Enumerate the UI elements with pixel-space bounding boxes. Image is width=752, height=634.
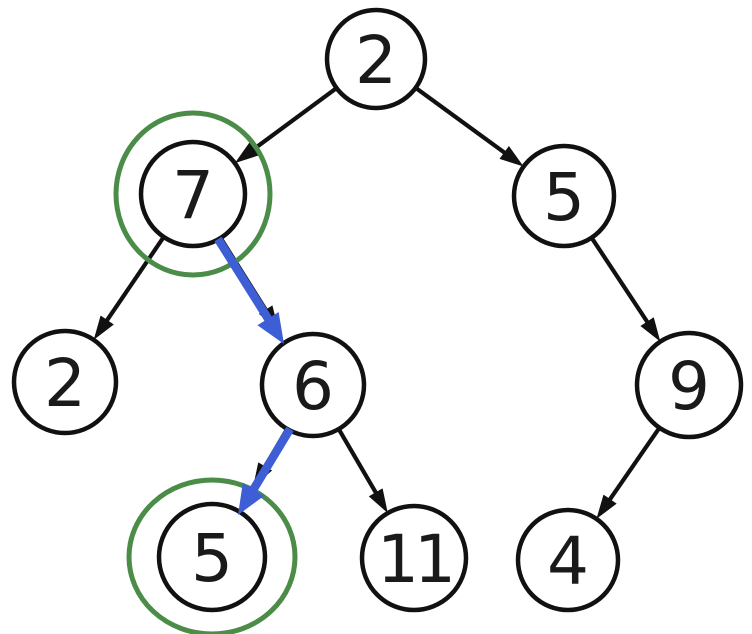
tree-node-n9: 9 [634,330,744,440]
node-label-n6: 6 [292,348,334,425]
node-circle-n9 [634,330,744,440]
tree-edge-n5r-n9-shaft [589,236,653,328]
highlight-ring-n7 [113,110,273,278]
tree-node-n6: 6 [259,331,367,439]
traversal-arrow-n7-n6-head [257,311,284,344]
tree-node-root: 2 [324,7,428,111]
node-label-n9: 9 [668,348,710,425]
node-label-n7: 7 [172,157,214,234]
tree-edge-n9-n4-shaft [604,426,662,506]
node-circle-n7 [138,139,248,249]
node-label-root: 2 [355,22,397,99]
tree-edge-root-n7 [234,86,338,164]
node-circle-n11 [359,503,469,613]
tree-node-n4: 4 [515,507,621,613]
node-circle-n4 [515,507,621,613]
node-label-n4: 4 [547,523,589,600]
tree-edge-root-n5r-shaft [414,86,511,158]
tree-edge-root-n5r-head [499,145,524,167]
node-circle-n6 [259,331,367,439]
traversal-arrow-n6-n5b [238,426,294,515]
tree-edge-root-n7-shaft [248,86,338,155]
tree-node-n5b: 5 [126,477,298,634]
node-circle-n5r [511,143,617,249]
traversal-arrow-n7-n6-shaft [214,236,276,328]
node-label-n2l: 2 [44,345,86,422]
tree-edge-n7-n2l-shaft [102,235,166,327]
tree-node-n2l: 2 [11,328,119,436]
tree-edge-n5r-n9-head [640,317,661,342]
node-label-n5b: 5 [191,520,233,597]
node-circle-n2l [11,328,119,436]
tree-edge-root-n7-head [234,142,259,164]
tree-edge-n7-n2l [93,235,166,340]
node-label-n11: 11 [377,521,451,598]
tree-edge-n9-n4-head [596,494,617,519]
node-circle-n5b [156,501,268,613]
tree-edge-n6-n11 [336,427,388,514]
traversal-arrow-n6-n5b-shaft [246,426,294,498]
tree-edge-n6-n11-shaft [336,427,381,499]
tree-edge-n9-n4 [596,426,662,519]
tree-edge-n7-n2l-head [93,315,114,340]
tree-edge-n6-n11-head [368,488,388,514]
traversal-arrow-n6-n5b-head [238,482,265,515]
tree-edge-root-n5r [414,86,524,167]
tree-node-n11: 11 [359,503,469,613]
node-circle-root [324,7,428,111]
tree-edge-n5r-n9 [589,236,661,342]
tree-node-n7: 7 [113,110,273,278]
highlight-ring-n5b [126,477,298,634]
traversal-arrow-n7-n6 [214,236,284,344]
tree-node-n5r: 5 [511,143,617,249]
node-label-n5r: 5 [543,159,585,236]
